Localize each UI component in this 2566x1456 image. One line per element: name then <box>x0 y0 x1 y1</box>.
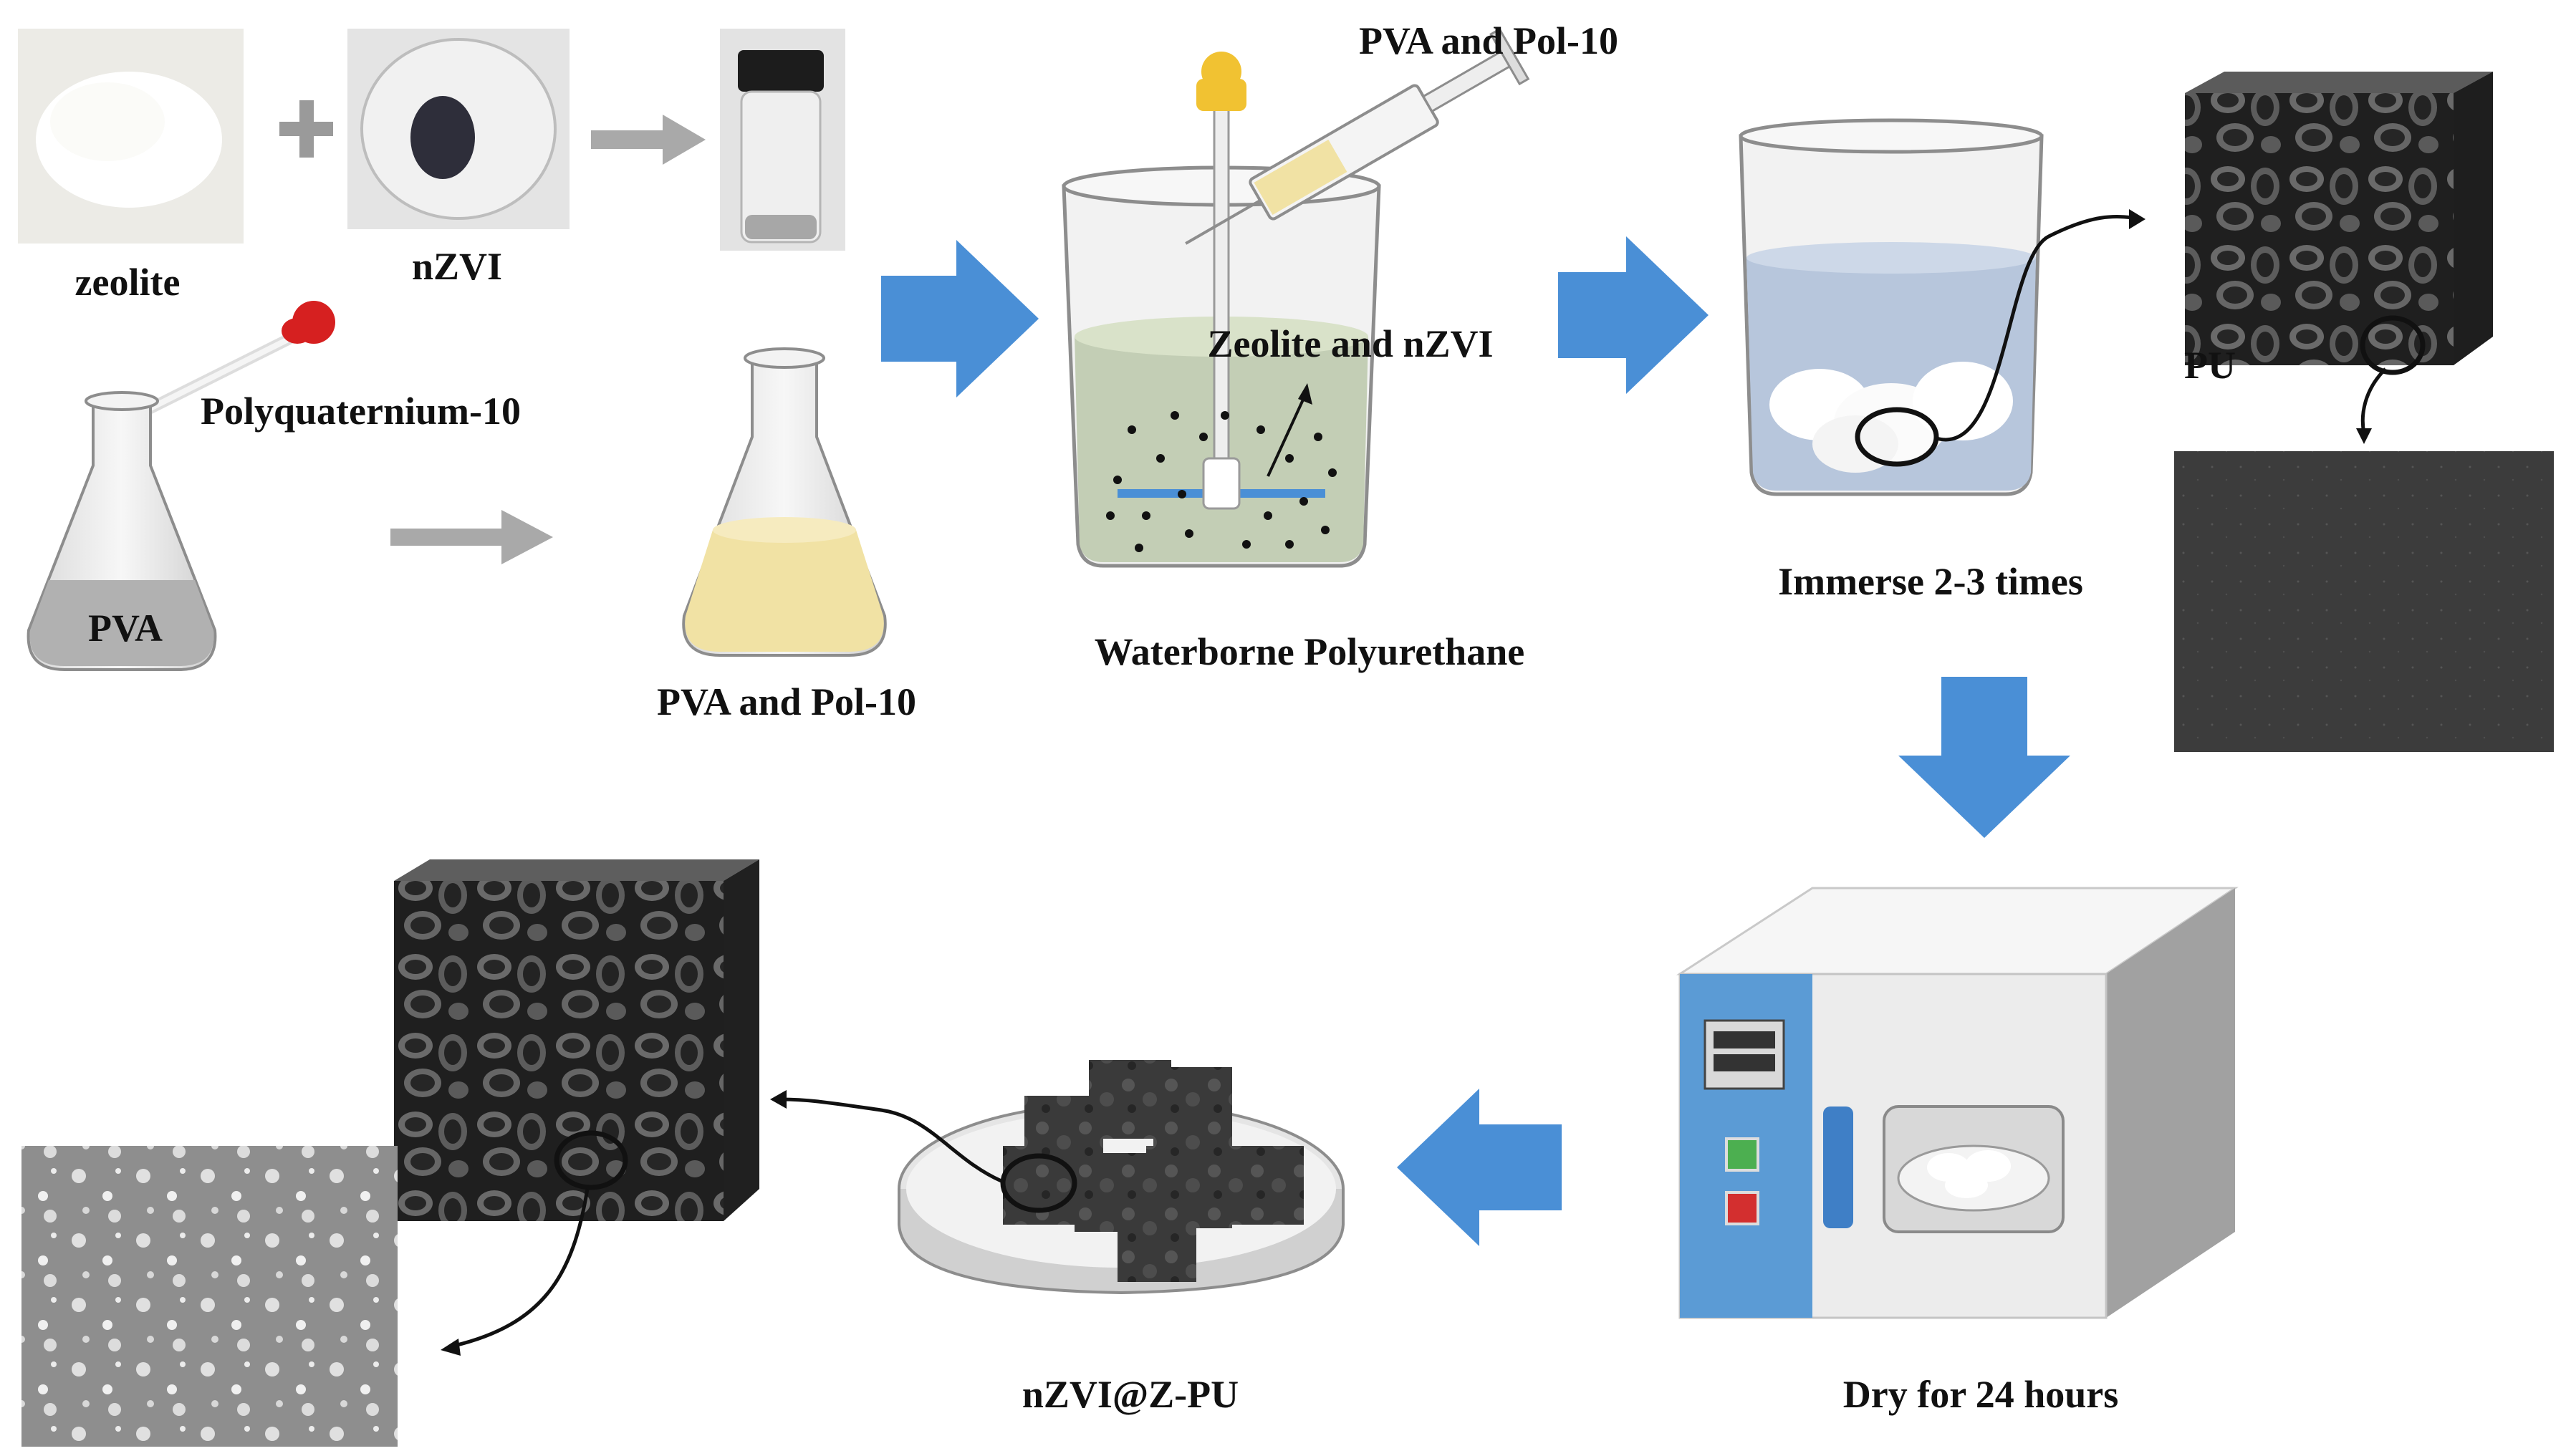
pva-flask-icon <box>27 391 217 671</box>
flow-arrow-icon <box>1898 677 2070 838</box>
pipette-icon <box>130 301 335 421</box>
drying-oven-icon <box>1676 887 2239 1319</box>
pva-label: PVA <box>88 607 163 650</box>
connector-arrow <box>780 1097 1004 1184</box>
particle-dots <box>1106 411 1337 552</box>
connector-arrow <box>1936 215 2139 442</box>
pointer-arrow <box>1267 390 1309 477</box>
pu-label: PU <box>2184 344 2236 387</box>
pu-foam-cube-icon <box>2185 72 2493 365</box>
connector-arrowhead <box>2129 209 2145 229</box>
zoom-circle <box>2360 315 2426 375</box>
zeolite-nzvi-label: Zeolite and nZVI <box>1207 322 1493 365</box>
gray-arrow-icon <box>390 510 553 564</box>
pva-pol-flask-icon <box>682 347 887 657</box>
connector-arrowhead <box>2356 428 2372 444</box>
syringe-label: PVA and Pol-10 <box>1359 19 1618 62</box>
product-label: nZVI@Z-PU <box>1022 1373 1239 1416</box>
reaction-beaker-icon <box>1062 52 1381 568</box>
zoom-circle <box>1000 1153 1077 1213</box>
pva-pol-label: PVA and Pol-10 <box>657 680 916 723</box>
connector-arrow <box>451 1188 590 1349</box>
nzvi-zpu-cube-icon <box>394 859 759 1221</box>
zoom-circle <box>1855 407 1939 467</box>
flow-arrow-icon <box>1397 1089 1562 1246</box>
nzvi-photo <box>347 29 570 229</box>
flow-arrow-icon <box>1558 236 1709 394</box>
plus-icon <box>279 100 333 158</box>
zoom-circle <box>554 1130 628 1190</box>
nzvi-label: nZVI <box>412 245 502 288</box>
immerse-label: Immerse 2-3 times <box>1778 560 2083 603</box>
immersion-beaker-icon <box>1739 118 2044 496</box>
connector-arrowhead <box>770 1090 787 1109</box>
gray-arrow-icon <box>591 115 706 165</box>
dry-label: Dry for 24 hours <box>1843 1373 2119 1416</box>
vial-photo <box>720 29 845 251</box>
nzvi-zpu-sem-image <box>21 1146 398 1447</box>
waterborne-label: Waterborne Polyurethane <box>1095 630 1524 673</box>
syringe-icon <box>1185 27 1530 245</box>
connector-arrowhead <box>441 1339 461 1356</box>
connector-arrow <box>2360 367 2387 434</box>
product-dish-icon <box>898 1060 1345 1295</box>
pointer-arrowhead <box>1298 383 1312 405</box>
zeolite-photo <box>18 29 244 244</box>
pu-sem-image <box>2174 451 2554 752</box>
flow-arrow-icon <box>881 240 1039 397</box>
zeolite-label: zeolite <box>75 261 181 304</box>
polyquaternium-label: Polyquaternium-10 <box>201 390 521 433</box>
